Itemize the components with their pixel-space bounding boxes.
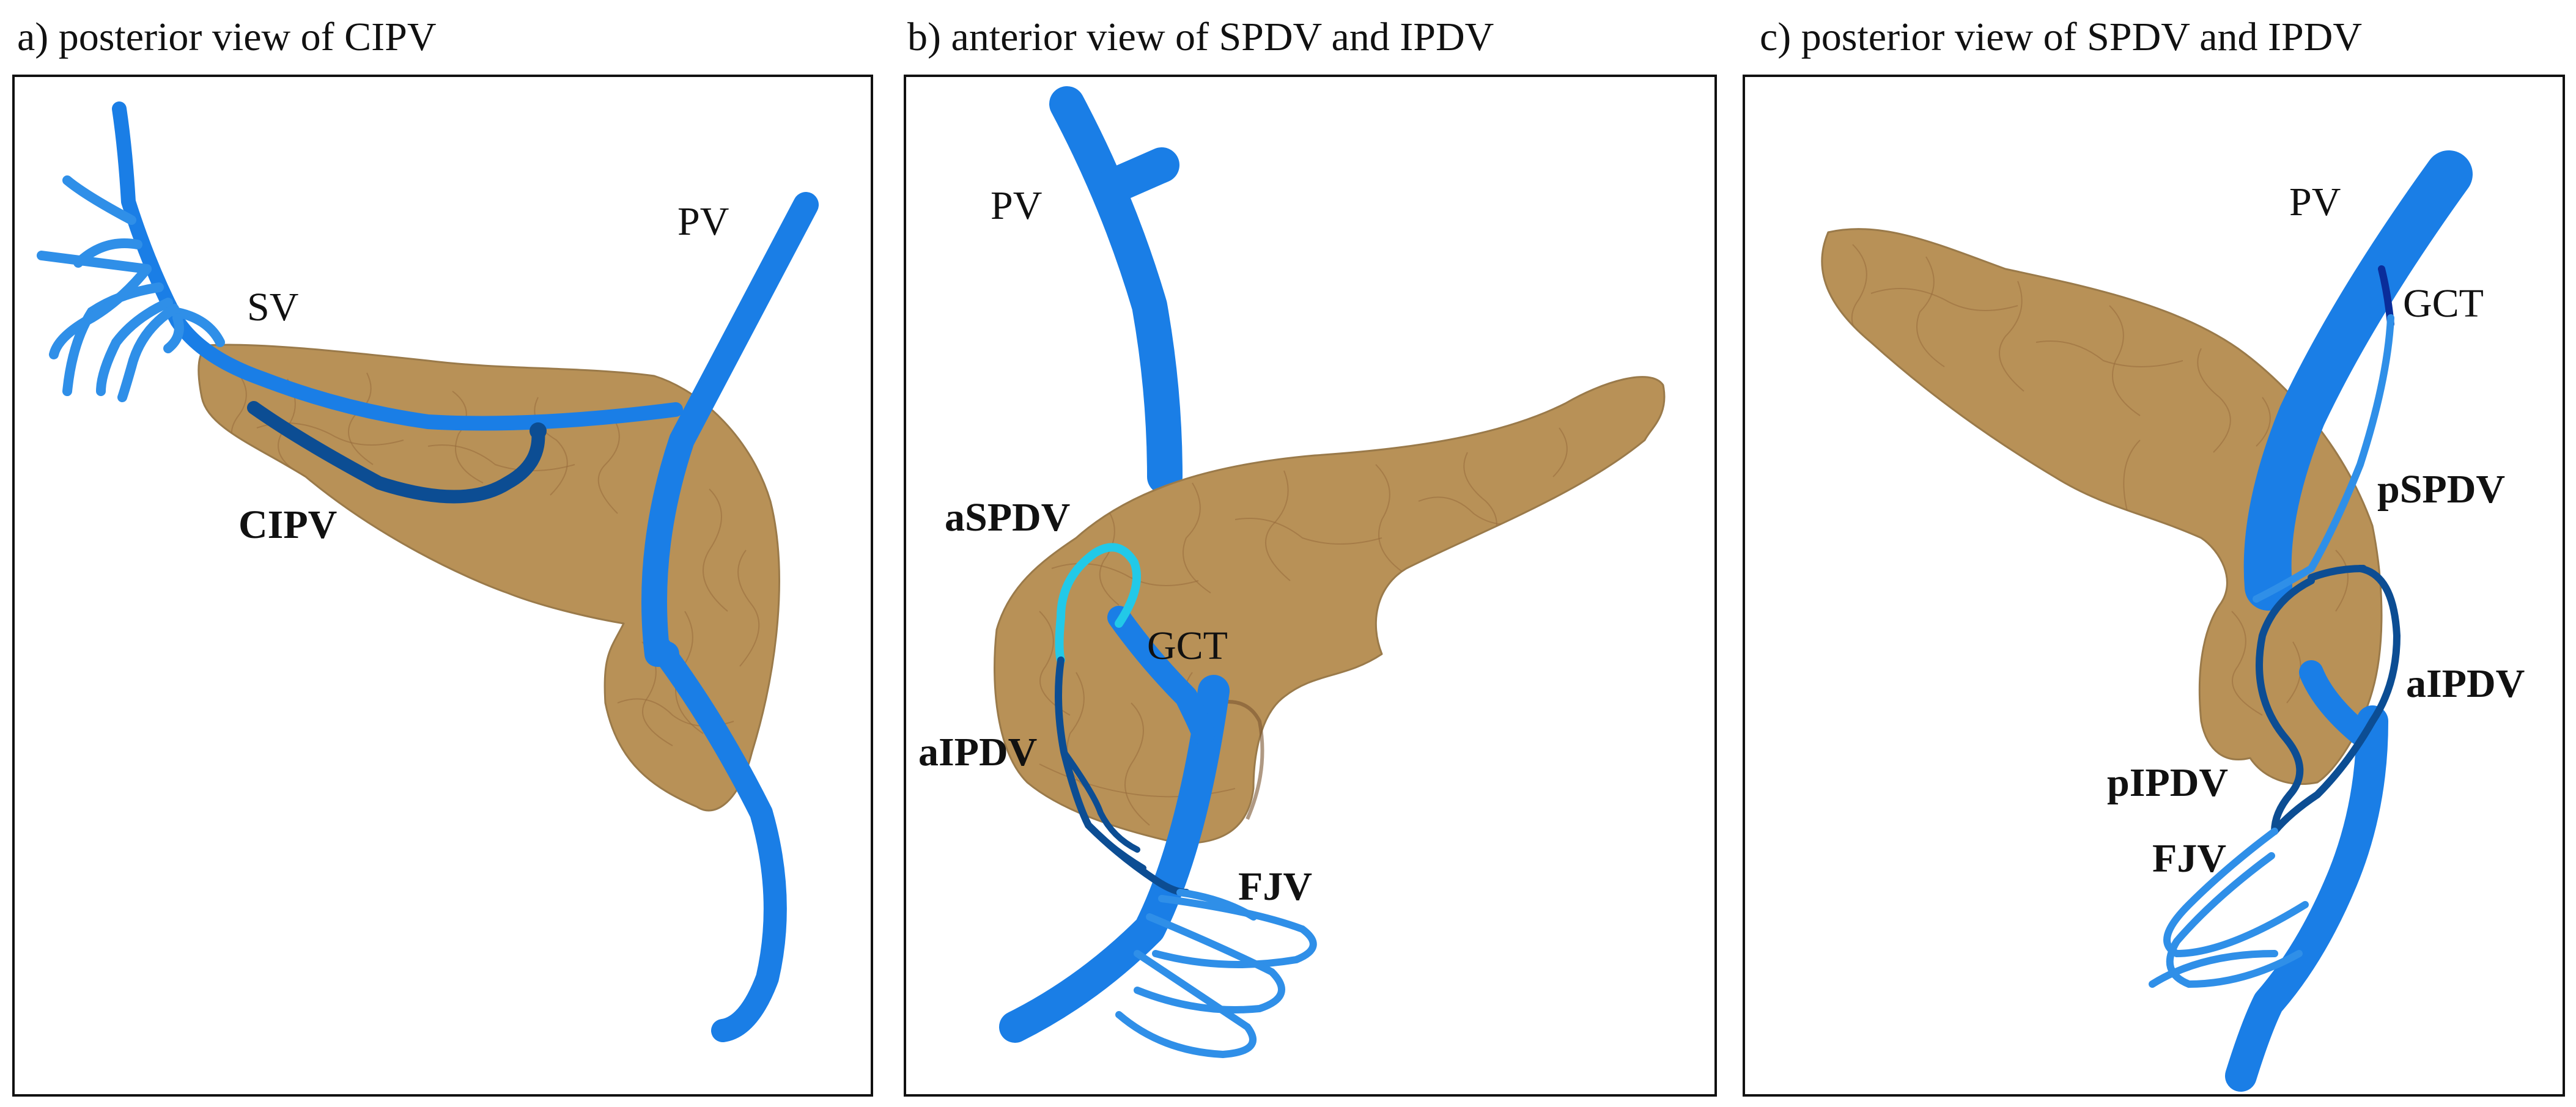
pv-vessel-c [2243, 150, 2473, 611]
pv-branch-b [1095, 147, 1179, 204]
cipv-vessel-a [247, 401, 545, 504]
aipdv-branch-b [1061, 749, 1140, 853]
sv-branches-a [37, 175, 225, 402]
fjv-label-b: FJV [1238, 864, 1312, 909]
pipdv-label-c: pIPDV [2107, 760, 2228, 805]
aipdv-label-b: aIPDV [918, 730, 1037, 774]
pspdv-label-c: pSPDV [2377, 467, 2505, 512]
pv-label-a: PV [677, 199, 729, 244]
pipdv-vessel-c [2256, 577, 2315, 835]
pancreas-b [994, 376, 1666, 845]
panel-b-title: b) anterior view of SPDV and IPDV [907, 15, 1494, 59]
fjv-vessels-c [2149, 828, 2309, 988]
panel-a: a) posterior view of CIPV [12, 15, 873, 1097]
aipdv-top-c [2308, 565, 2367, 581]
aipdv-branch-b2 [1085, 822, 1146, 871]
sv-vessel-a [112, 101, 683, 431]
pv-vessel-a [641, 192, 819, 667]
sv-label-a: SV [247, 285, 298, 329]
gct-vessel-b [1107, 606, 1215, 745]
panel-b: b) anterior view of SPDV and IPDV [904, 15, 1717, 1097]
cipv-label-a: CIPV [238, 502, 337, 547]
panel-c: c) posterior view of SPDV and IPDV PV [1743, 15, 2565, 1097]
smv-upper-c [2299, 660, 2372, 746]
aipdv-label-c: aIPDV [2406, 661, 2525, 706]
pv-vessel-b [1049, 86, 1183, 495]
gct-label-c: GCT [2403, 281, 2484, 326]
smv-vessel-c [2225, 705, 2388, 1092]
aspdv-vessel-b [1055, 543, 1142, 664]
pv-label-c: PV [2289, 180, 2341, 224]
pv-label-b: PV [991, 183, 1042, 228]
panel-a-title: a) posterior view of CIPV [17, 15, 437, 59]
fjv-vessels-b [1115, 889, 1317, 1059]
pspdv-vessel-c [2253, 314, 2394, 603]
aspdv-label-b: aSPDV [945, 495, 1070, 540]
panel-c-title: c) posterior view of SPDV and IPDV [1760, 15, 2362, 59]
aipdv-vessel-b [1055, 656, 1190, 896]
gct-label-b: GCT [1147, 623, 1228, 668]
fjv-label-c: FJV [2152, 836, 2226, 881]
smv-vessel-a [649, 636, 787, 1042]
aipdv-vessel-c [2271, 565, 2401, 835]
cipv-junction-a [530, 422, 547, 439]
